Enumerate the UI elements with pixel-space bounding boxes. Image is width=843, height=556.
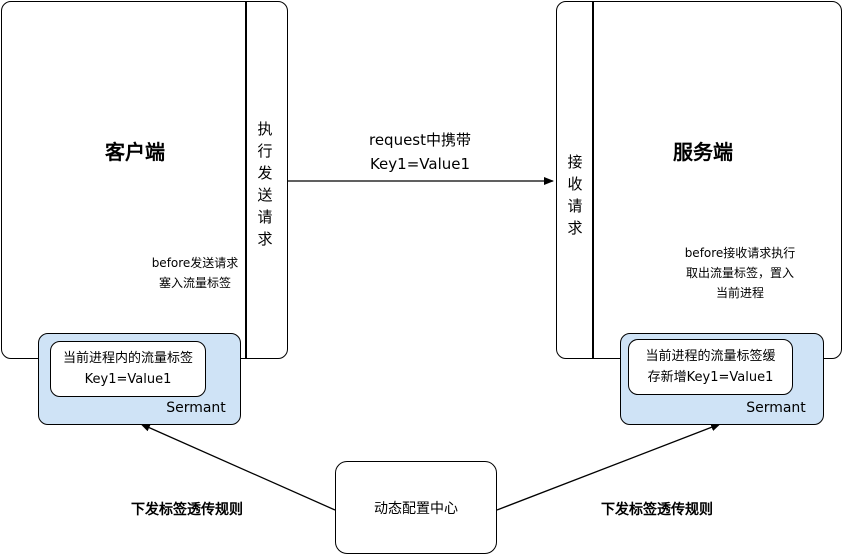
client-box [1,1,288,359]
rule-arrow-right [496,423,721,511]
rule-label-left: 下发标签透传规则 [131,502,243,518]
receive-request-label: 接 收 请 求 [567,153,583,237]
server-box [556,1,842,359]
server-title: 服务端 [673,140,733,164]
server-traffic-tag-box [628,339,793,395]
client-traffic-tag-text: 当前进程内的流量标签 Key1=Value1 [62,351,193,387]
server-before-note: before接收请求执行 取出流量标签，置入 当前进程 [684,246,796,300]
client-title: 客户端 [105,140,165,164]
send-request-label: 执 行 发 送 请 求 [257,120,273,248]
server-traffic-tag-text: 当前进程的流量标签缓 存新增Key1=Value1 [645,349,776,385]
rule-arrow-left [140,423,336,511]
config-center-label: 动态配置中心 [374,501,458,517]
send-request-bar [245,1,247,359]
client-sermant-label: Sermant [166,400,226,416]
server-sermant-label: Sermant [746,400,806,416]
receive-request-bar [592,1,594,359]
rule-label-right: 下发标签透传规则 [601,502,713,518]
config-center-box [335,461,497,554]
request-label: request中携带 Key1=Value1 [368,131,472,173]
client-traffic-tag-box [50,341,206,397]
client-before-note: before发送请求 塞入流量标签 [151,256,239,290]
